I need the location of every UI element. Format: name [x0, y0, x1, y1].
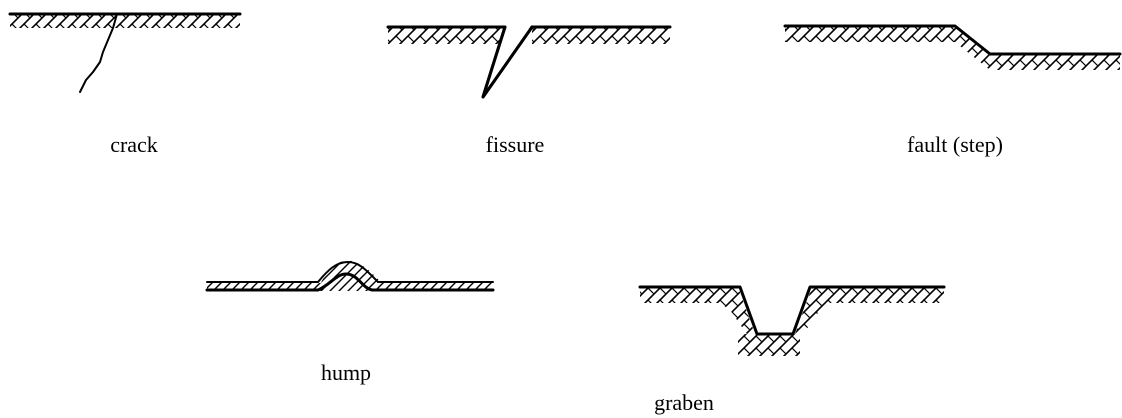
graben-soil-band-right: [812, 287, 944, 303]
crack-figure: crack: [10, 14, 240, 157]
fault-figure: fault (step): [785, 26, 1120, 157]
fault-soil-band-upper: [785, 26, 955, 42]
hump-label: hump: [321, 360, 371, 385]
fissure-figure: fissure: [388, 27, 670, 157]
fault-label: fault (step): [907, 132, 1003, 157]
graben-figure: graben: [640, 287, 944, 415]
hump-figure: hump: [207, 261, 493, 385]
graben-soil-band-floor: [738, 334, 800, 356]
graben-label: graben: [654, 390, 714, 415]
fissure-soil-band-right: [532, 27, 670, 44]
fault-soil-band-lower: [990, 54, 1120, 70]
fissure-label: fissure: [486, 132, 545, 157]
crack-soil-band: [10, 14, 240, 28]
crack-label: crack: [110, 132, 158, 157]
fissure-soil-band-left: [388, 27, 506, 44]
graben-soil-band-left: [640, 287, 738, 303]
